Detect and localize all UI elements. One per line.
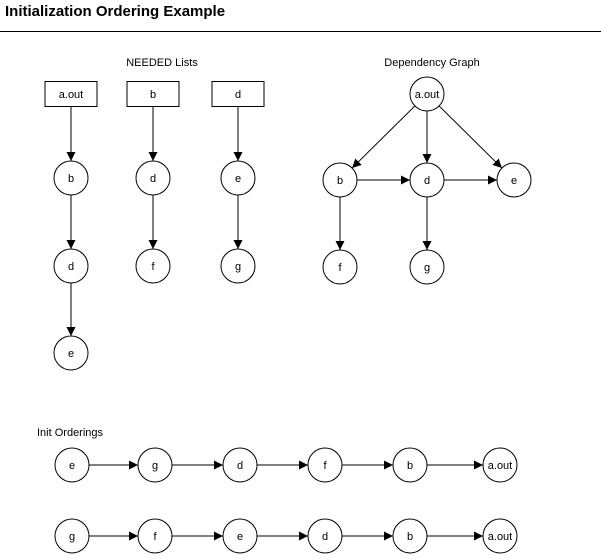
graph-node-d-label: d: [424, 175, 430, 187]
graph-node-e-circle: [496, 162, 532, 198]
needed-list-head-d-box: [211, 81, 265, 107]
graph-node-d: d: [409, 162, 445, 198]
dependency-graph-heading: Dependency Graph: [384, 57, 479, 69]
ordering-1-node-f-circle: [307, 447, 343, 483]
init-orderings-heading: Init Orderings: [37, 427, 104, 439]
ordering-1-node-b: b: [392, 447, 428, 483]
title-divider: [0, 31, 601, 32]
needed-node-b-d-label: d: [150, 173, 156, 185]
needed-node-a-out-b: b: [53, 160, 89, 196]
graph-node-a-out-label: a.out: [415, 89, 439, 101]
needed-node-a-out-d: d: [53, 248, 89, 284]
needed-list-head-b: b: [126, 81, 180, 107]
ordering-2-node-d: d: [307, 518, 343, 554]
needed-node-d-g-circle: [220, 248, 256, 284]
needed-node-b-f-label: f: [151, 261, 155, 273]
needed-node-b-f-circle: [135, 248, 171, 284]
ordering-2-node-e-label: e: [237, 531, 243, 543]
needed-node-a-out-e-circle: [53, 335, 89, 371]
needed-node-a-out-e: e: [53, 335, 89, 371]
ordering-2-node-a-out: a.out: [482, 518, 518, 554]
ordering-2-node-b: b: [392, 518, 428, 554]
ordering-1-node-g-circle: [137, 447, 173, 483]
graph-node-b: b: [322, 162, 358, 198]
ordering-1-node-b-circle: [392, 447, 428, 483]
dependency-graph: a.out b d e f g: [322, 76, 532, 285]
ordering-1-node-a-out-label: a.out: [488, 460, 512, 472]
ordering-2-node-g: g: [54, 518, 90, 554]
graph-node-f: f: [322, 249, 358, 285]
needed-node-b-d: d: [135, 160, 171, 196]
ordering-2-node-b-circle: [392, 518, 428, 554]
graph-node-b-circle: [322, 162, 358, 198]
needed-list-head-d-label: d: [235, 89, 241, 101]
ordering-1-node-b-label: b: [407, 460, 413, 472]
needed-list-head-a-out-label: a.out: [59, 89, 83, 101]
ordering-2-node-b-label: b: [407, 531, 413, 543]
graph-node-d-circle: [409, 162, 445, 198]
graph-node-e: e: [496, 162, 532, 198]
init-orderings: e g d f b a.out g f e d b a.out: [54, 447, 518, 554]
needed-node-a-out-d-label: d: [68, 261, 74, 273]
needed-node-a-out-e-label: e: [68, 348, 74, 360]
needed-node-a-out-b-label: b: [68, 173, 74, 185]
ordering-1-node-f-label: f: [323, 460, 327, 472]
ordering-1-node-a-out: a.out: [482, 447, 518, 483]
ordering-1-node-f: f: [307, 447, 343, 483]
graph-node-g-circle: [409, 249, 445, 285]
ordering-2-node-g-circle: [54, 518, 90, 554]
page-title: Initialization Ordering Example: [5, 3, 226, 20]
ordering-2-node-d-label: d: [322, 531, 328, 543]
needed-node-d-e: e: [220, 160, 256, 196]
ordering-1-node-d-label: d: [237, 460, 243, 472]
ordering-2-node-f-circle: [137, 518, 173, 554]
needed-list-head-a-out: a.out: [44, 81, 98, 107]
ordering-1-node-e-label: e: [69, 460, 75, 472]
needed-list-head-a-out-box: [44, 81, 98, 107]
ordering-1-node-e: e: [54, 447, 90, 483]
graph-edge-a-out-to-b: [351, 105, 416, 169]
ordering-2-node-g-label: g: [69, 531, 75, 543]
needed-node-b-f: f: [135, 248, 171, 284]
ordering-2-node-e: e: [222, 518, 258, 554]
needed-node-d-g-label: g: [235, 261, 241, 273]
needed-list-head-b-box: [126, 81, 180, 107]
graph-edge-a-out-to-e: [438, 105, 503, 169]
ordering-2-node-a-out-label: a.out: [488, 531, 512, 543]
ordering-1-node-g-label: g: [152, 460, 158, 472]
needed-node-d-g: g: [220, 248, 256, 284]
graph-node-g: g: [409, 249, 445, 285]
needed-lists: a.out b d e b d f d e g: [44, 81, 265, 371]
ordering-1-node-a-out-circle: [482, 447, 518, 483]
ordering-2-node-e-circle: [222, 518, 258, 554]
ordering-2-node-f-label: f: [153, 531, 157, 543]
needed-list-head-d: d: [211, 81, 265, 107]
graph-node-f-label: f: [338, 262, 342, 274]
ordering-1-node-d-circle: [222, 447, 258, 483]
graph-node-b-label: b: [337, 175, 343, 187]
graph-node-f-circle: [322, 249, 358, 285]
ordering-2-node-a-out-circle: [482, 518, 518, 554]
needed-node-d-e-label: e: [235, 173, 241, 185]
needed-lists-heading: NEEDED Lists: [126, 57, 198, 69]
ordering-2-node-d-circle: [307, 518, 343, 554]
ordering-2-node-f: f: [137, 518, 173, 554]
graph-node-e-label: e: [511, 175, 517, 187]
graph-node-a-out-circle: [409, 76, 445, 112]
ordering-1-node-d: d: [222, 447, 258, 483]
ordering-1-node-g: g: [137, 447, 173, 483]
needed-list-head-b-label: b: [150, 89, 156, 101]
graph-node-a-out: a.out: [409, 76, 445, 112]
ordering-1-node-e-circle: [54, 447, 90, 483]
graph-node-g-label: g: [424, 262, 430, 274]
